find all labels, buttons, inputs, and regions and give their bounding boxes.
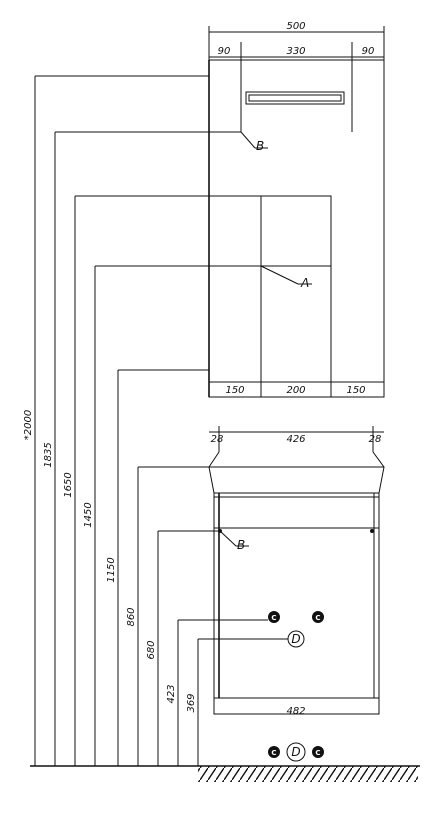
- dim-bottom-150-left: 150: [225, 385, 244, 396]
- svg-text:C: C: [271, 614, 276, 622]
- cabinet: 28 426 28 B 482 C C D: [208, 426, 385, 717]
- svg-text:C: C: [271, 749, 276, 757]
- marker-b-top: B: [256, 139, 264, 153]
- dim-bottom-150-right: 150: [346, 385, 365, 396]
- dim-cab-482: 482: [286, 706, 305, 717]
- marker-d-cabinet: D: [291, 632, 300, 646]
- height-1650: 1650: [63, 472, 74, 497]
- connector-dot-icon: [268, 746, 280, 758]
- shelf-slot: [245, 91, 345, 105]
- height-dimensions: *2000 1835 1650 1450 1150 860 680 423 36…: [23, 75, 288, 766]
- dim-center-330: 330: [286, 46, 305, 57]
- svg-text:C: C: [315, 614, 320, 622]
- dim-500: 500: [286, 21, 305, 32]
- panel-outline: [208, 59, 385, 398]
- cabinet-plinth: [213, 697, 380, 715]
- marker-a: A: [300, 276, 309, 290]
- dim-cab-right-28: 28: [369, 434, 382, 445]
- height-423: 423: [166, 684, 177, 703]
- floor: C C D: [30, 742, 420, 782]
- top-panel: 500 90 330 90 B A 150 200 150: [208, 21, 385, 398]
- outlet-d-floor-circle: [286, 742, 306, 762]
- dim-left-90: 90: [218, 46, 231, 57]
- hatched-box: [260, 195, 332, 267]
- ground-hatch-icon: [198, 766, 418, 782]
- dim-cab-left-28: 28: [211, 434, 224, 445]
- connector-dot-icon: [312, 611, 324, 623]
- connector-dot-icon: [312, 746, 324, 758]
- basin-top: [208, 466, 385, 494]
- height-1835: 1835: [43, 442, 54, 467]
- height-680: 680: [146, 640, 157, 659]
- height-369: 369: [186, 693, 197, 712]
- cabinet-body: [213, 492, 380, 699]
- marker-d-floor: D: [291, 745, 300, 759]
- height-1450: 1450: [83, 502, 94, 527]
- height-860: 860: [126, 607, 137, 626]
- dim-bottom-200: 200: [286, 385, 305, 396]
- dim-cab-426: 426: [286, 434, 305, 445]
- height-2000: *2000: [23, 410, 34, 440]
- connector-dot-icon: [268, 611, 280, 623]
- dim-right-90: 90: [362, 46, 375, 57]
- marker-b-cabinet: B: [237, 538, 245, 552]
- svg-text:C: C: [315, 749, 320, 757]
- height-1150: 1150: [106, 557, 117, 582]
